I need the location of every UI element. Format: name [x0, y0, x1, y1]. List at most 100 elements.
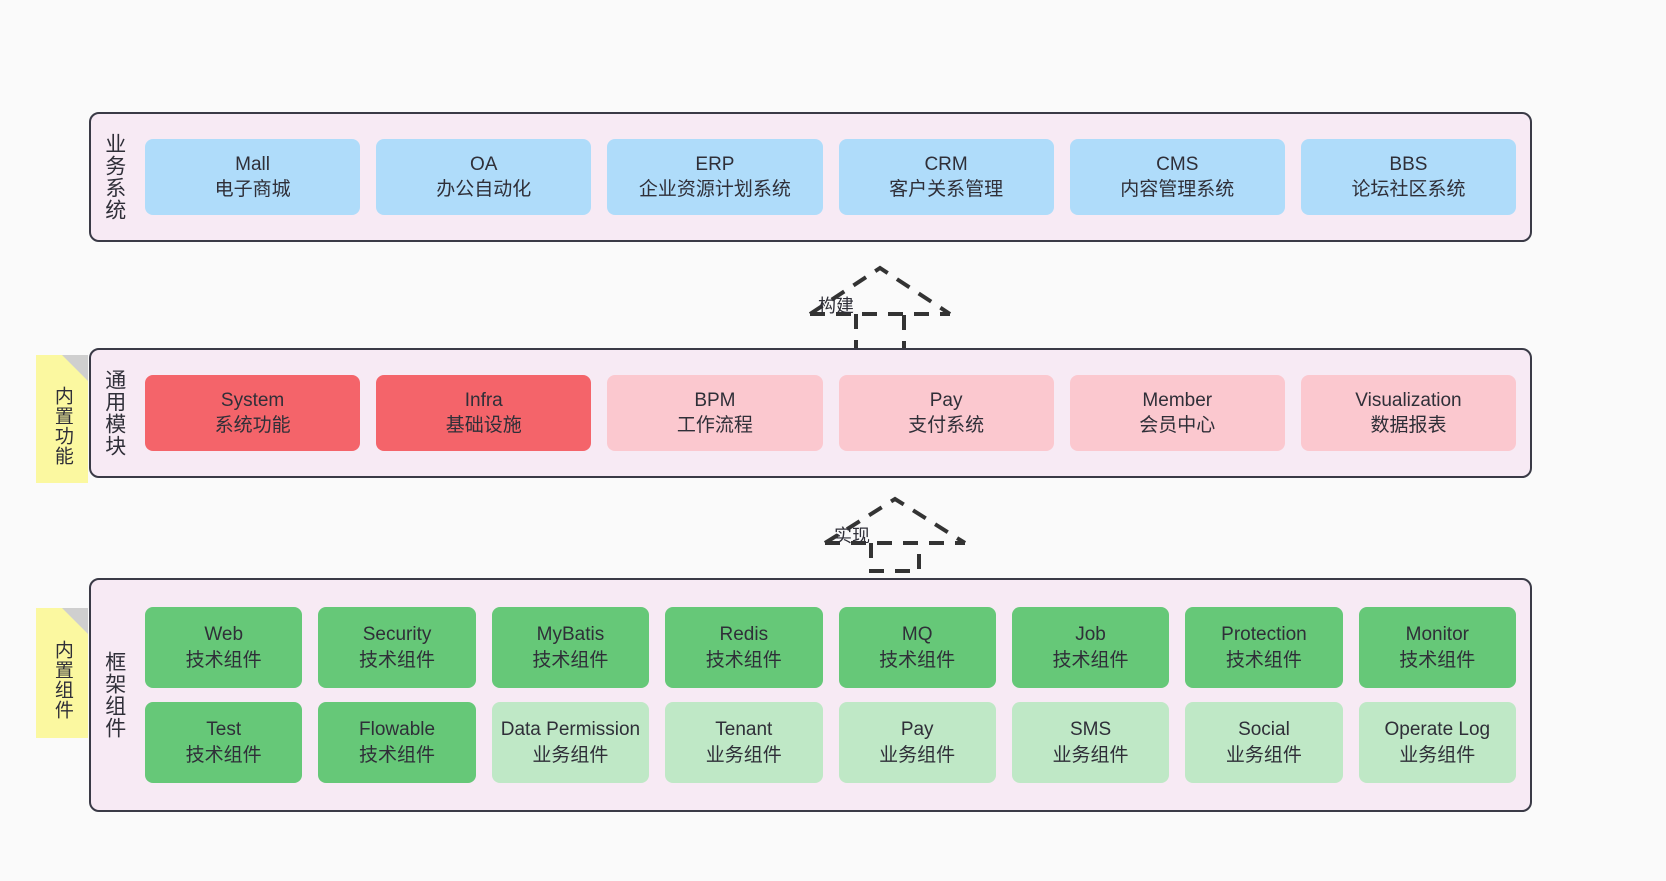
card-subtitle: 技术组件	[359, 744, 436, 766]
folded-corner-icon	[62, 608, 88, 634]
card-crm[interactable]: CRM 客户关系管理	[838, 139, 1054, 215]
card-title: Security	[362, 624, 432, 646]
card-title: Monitor	[1405, 624, 1469, 646]
card-web[interactable]: Web 技术组件	[145, 607, 303, 688]
card-subtitle: 电子商城	[214, 179, 291, 200]
card-title: SMS	[1069, 719, 1112, 741]
card-title: Job	[1075, 624, 1106, 646]
card-subtitle: 业务组件	[1052, 744, 1129, 766]
card-bbs[interactable]: BBS 论坛社区系统	[1300, 139, 1517, 215]
card-member[interactable]: Member 会员中心	[1069, 375, 1285, 451]
connector-implement-label: 实现	[834, 526, 870, 546]
note-builtin-components: 内置组件	[36, 608, 88, 738]
card-title: Tenant	[715, 719, 773, 741]
card-subtitle: 技术组件	[1052, 649, 1129, 671]
connector-build-label: 构建	[818, 296, 854, 316]
card-job[interactable]: Job 技术组件	[1011, 607, 1170, 688]
layer-title-business-systems: 业务系统	[102, 133, 126, 221]
card-row: Test 技术组件 Flowable 技术组件 Data Permission …	[145, 702, 1516, 783]
card-title: Member	[1142, 389, 1213, 411]
layer-business-systems: 业务系统 Mall 电子商城 OA 办公自动化 ERP 企业资源计划系统 CRM…	[89, 112, 1532, 242]
card-row: Mall 电子商城 OA 办公自动化 ERP 企业资源计划系统 CRM 客户关系…	[145, 139, 1517, 215]
card-subtitle: 基础设施	[445, 415, 522, 436]
card-subtitle: 技术组件	[1399, 649, 1476, 671]
card-pay-component[interactable]: Pay 业务组件	[838, 702, 996, 783]
card-title: Data Permission	[500, 719, 641, 741]
card-subtitle: 技术组件	[1225, 649, 1302, 671]
card-infra[interactable]: Infra 基础设施	[376, 375, 592, 451]
card-security[interactable]: Security 技术组件	[318, 607, 476, 688]
card-title: Protection	[1221, 624, 1307, 646]
note-label: 内置组件	[51, 640, 73, 720]
card-tenant[interactable]: Tenant 业务组件	[665, 702, 823, 783]
card-subtitle: 客户关系管理	[889, 179, 1004, 200]
card-redis[interactable]: Redis 技术组件	[665, 607, 823, 688]
card-visualization[interactable]: Visualization 数据报表	[1300, 375, 1517, 451]
card-oa[interactable]: OA 办公自动化	[376, 139, 592, 215]
card-data-permission[interactable]: Data Permission 业务组件	[491, 702, 650, 783]
card-operate-log[interactable]: Operate Log 业务组件	[1358, 702, 1516, 783]
card-row: Web 技术组件 Security 技术组件 MyBatis 技术组件 Redi…	[145, 607, 1516, 688]
card-bpm[interactable]: BPM 工作流程	[607, 375, 823, 451]
card-system[interactable]: System 系统功能	[145, 375, 361, 451]
card-title: BPM	[694, 389, 736, 411]
layer-title-framework-components: 框架组件	[102, 651, 126, 739]
note-label: 内置功能	[51, 386, 73, 466]
card-title: ERP	[695, 153, 735, 175]
layer-framework-components: 框架组件 Web 技术组件 Security 技术组件 MyBatis 技术组件…	[89, 578, 1532, 812]
card-subtitle: 会员中心	[1139, 415, 1216, 436]
card-subtitle: 技术组件	[359, 649, 436, 671]
card-title: OA	[470, 153, 498, 175]
card-title: Flowable	[359, 719, 436, 741]
card-title: Operate Log	[1384, 719, 1491, 741]
card-title: Pay	[900, 719, 934, 741]
card-title: MQ	[901, 624, 933, 646]
layer-title-common-modules: 通用模块	[102, 369, 126, 457]
card-social[interactable]: Social 业务组件	[1185, 702, 1343, 783]
card-subtitle: 企业资源计划系统	[638, 179, 791, 200]
card-subtitle: 工作流程	[676, 415, 753, 436]
card-flowable[interactable]: Flowable 技术组件	[318, 702, 476, 783]
card-mybatis[interactable]: MyBatis 技术组件	[491, 607, 650, 688]
card-subtitle: 办公自动化	[436, 179, 532, 200]
card-subtitle: 内容管理系统	[1120, 179, 1235, 200]
card-title: Test	[206, 719, 242, 741]
card-sms[interactable]: SMS 业务组件	[1011, 702, 1170, 783]
card-mq[interactable]: MQ 技术组件	[838, 607, 996, 688]
card-test[interactable]: Test 技术组件	[145, 702, 303, 783]
card-subtitle: 技术组件	[705, 649, 782, 671]
card-title: CRM	[924, 153, 968, 175]
card-subtitle: 数据报表	[1370, 415, 1447, 436]
card-subtitle: 技术组件	[532, 649, 609, 671]
card-subtitle: 论坛社区系统	[1351, 179, 1466, 200]
card-subtitle: 业务组件	[705, 744, 782, 766]
card-title: Visualization	[1355, 389, 1462, 411]
layer-body-common-modules: System 系统功能 Infra 基础设施 BPM 工作流程 Pay 支付系统…	[137, 350, 1530, 476]
card-title: Mall	[235, 153, 270, 175]
card-subtitle: 技术组件	[185, 744, 262, 766]
card-title: Web	[204, 624, 244, 646]
layer-body-business-systems: Mall 电子商城 OA 办公自动化 ERP 企业资源计划系统 CRM 客户关系…	[137, 114, 1530, 240]
card-protection[interactable]: Protection 技术组件	[1185, 607, 1343, 688]
card-pay[interactable]: Pay 支付系统	[838, 375, 1054, 451]
card-title: Social	[1238, 719, 1290, 741]
card-row: System 系统功能 Infra 基础设施 BPM 工作流程 Pay 支付系统…	[145, 375, 1517, 451]
card-title: Infra	[464, 389, 503, 411]
card-erp[interactable]: ERP 企业资源计划系统	[607, 139, 823, 215]
folded-corner-icon	[62, 355, 88, 381]
card-subtitle: 业务组件	[1225, 744, 1302, 766]
card-subtitle: 业务组件	[1399, 744, 1476, 766]
card-cms[interactable]: CMS 内容管理系统	[1069, 139, 1285, 215]
card-mall[interactable]: Mall 电子商城	[145, 139, 361, 215]
card-title: Pay	[929, 389, 963, 411]
card-title: BBS	[1389, 153, 1428, 175]
card-title: Redis	[719, 624, 769, 646]
card-subtitle: 技术组件	[185, 649, 262, 671]
card-title: MyBatis	[536, 624, 605, 646]
card-subtitle: 业务组件	[532, 744, 609, 766]
card-title: System	[220, 389, 285, 411]
card-subtitle: 业务组件	[879, 744, 956, 766]
card-subtitle: 技术组件	[879, 649, 956, 671]
card-monitor[interactable]: Monitor 技术组件	[1358, 607, 1516, 688]
